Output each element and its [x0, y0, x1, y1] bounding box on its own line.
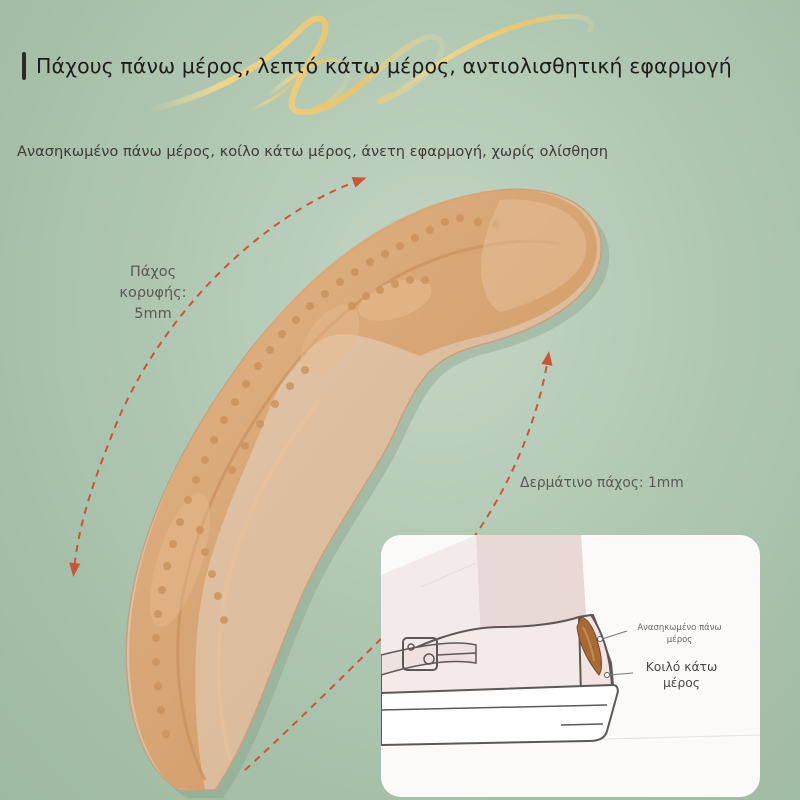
- top-thickness-line-1: Πάχος: [129, 264, 177, 280]
- shoe-inset-card: Ανασηκωμένο πάνω μέρος Κοιλό κάτω μέρος: [381, 535, 760, 797]
- raised-top-label: Ανασηκωμένο πάνω μέρος: [632, 622, 727, 646]
- page-title: Πάχους πάνω μέρος, λεπτό κάτω μέρος, αντ…: [36, 54, 732, 78]
- top-thickness-line-3: 5mm: [134, 306, 172, 322]
- gel-dot-pattern: [152, 214, 500, 738]
- thickness-arrow: [69, 177, 367, 577]
- page-subtitle: Ανασηκωμένο πάνω μέρος, κοίλο κάτω μέρος…: [17, 143, 608, 160]
- concave-bottom-line-2: μέρος: [662, 676, 701, 690]
- concave-bottom-label: Κοιλό κάτω μέρος: [634, 659, 729, 691]
- insole-suede-layer: [125, 188, 603, 791]
- top-thickness-label: Πάχος κορυφής: 5mm: [103, 262, 203, 325]
- raised-top-line-2: μέρος: [666, 635, 693, 645]
- leather-arrow: [244, 351, 553, 771]
- title-accent-bar: [22, 52, 26, 80]
- shoe-illustration: [381, 535, 760, 747]
- top-thickness-line-2: κορυφής:: [119, 285, 187, 301]
- heel-pad: [576, 616, 603, 676]
- leather-thickness-label: Δερμάτινο πάχος: 1mm: [520, 475, 684, 491]
- raised-top-line-1: Ανασηκωμένο πάνω: [637, 623, 722, 633]
- concave-bottom-line-1: Κοιλό κάτω: [645, 660, 718, 674]
- gold-swirl-decoration: [147, 13, 594, 116]
- title-row: Πάχους πάνω μέρος, λεπτό κάτω μέρος, αντ…: [22, 52, 732, 80]
